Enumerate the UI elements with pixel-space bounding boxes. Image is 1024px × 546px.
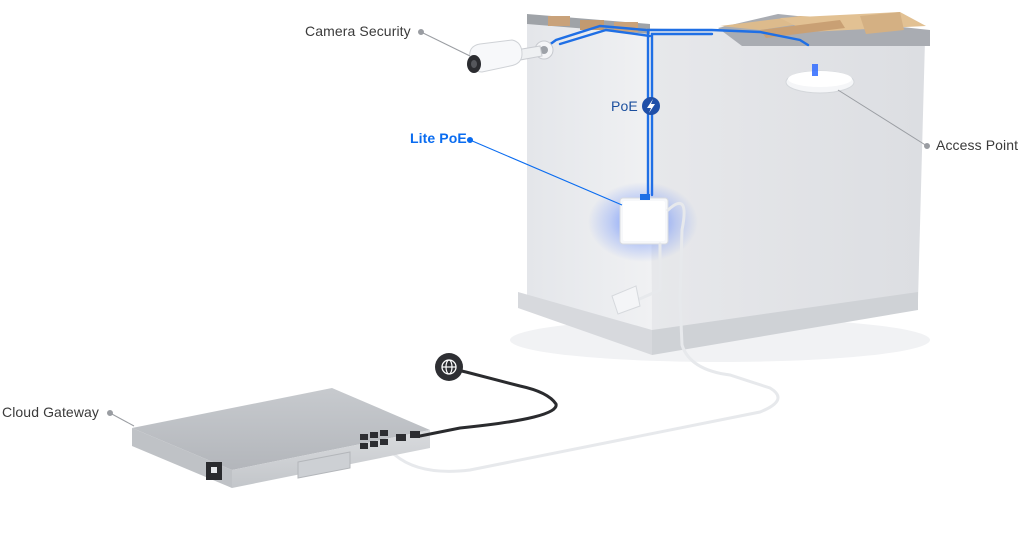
power-adapter [611,285,641,315]
wall-side-face [650,28,925,340]
joist [580,20,604,30]
cloud-gateway-label: Cloud Gateway [2,404,100,420]
baseboard-front [518,292,652,355]
ap-leader-line [837,89,928,147]
globe-icon [435,353,463,381]
ceiling-beam [760,20,845,38]
gateway-drive-bay [297,451,351,479]
poe-cable-camera-2 [558,28,652,46]
access-point-label: Access Point [936,137,1019,153]
ceiling-beam [860,12,904,34]
poe-cable-ap-2 [650,32,714,197]
wall-structure [510,12,930,362]
wall-front-face [527,18,652,340]
poe-cable-ap [646,28,810,197]
cloud-gateway-device [132,388,430,488]
lite-poe-switch [619,194,669,245]
joist [614,22,638,32]
leader-lines [107,29,930,427]
lite-poe-leader [466,136,623,206]
camera-security-label: Camera Security [305,23,411,39]
gateway-leader-line [109,412,135,427]
lite-poe-label: Lite PoE [410,130,467,146]
security-camera [467,39,554,73]
camera-leader-line [420,31,471,57]
poe-label: PoE [611,98,638,114]
lightning-bolt-icon [642,97,660,115]
internet-cable [418,366,558,438]
gateway-top [132,388,430,470]
baseboard-side [652,292,918,355]
joist [548,16,570,26]
gateway-ports [360,430,420,449]
access-point [785,64,855,94]
